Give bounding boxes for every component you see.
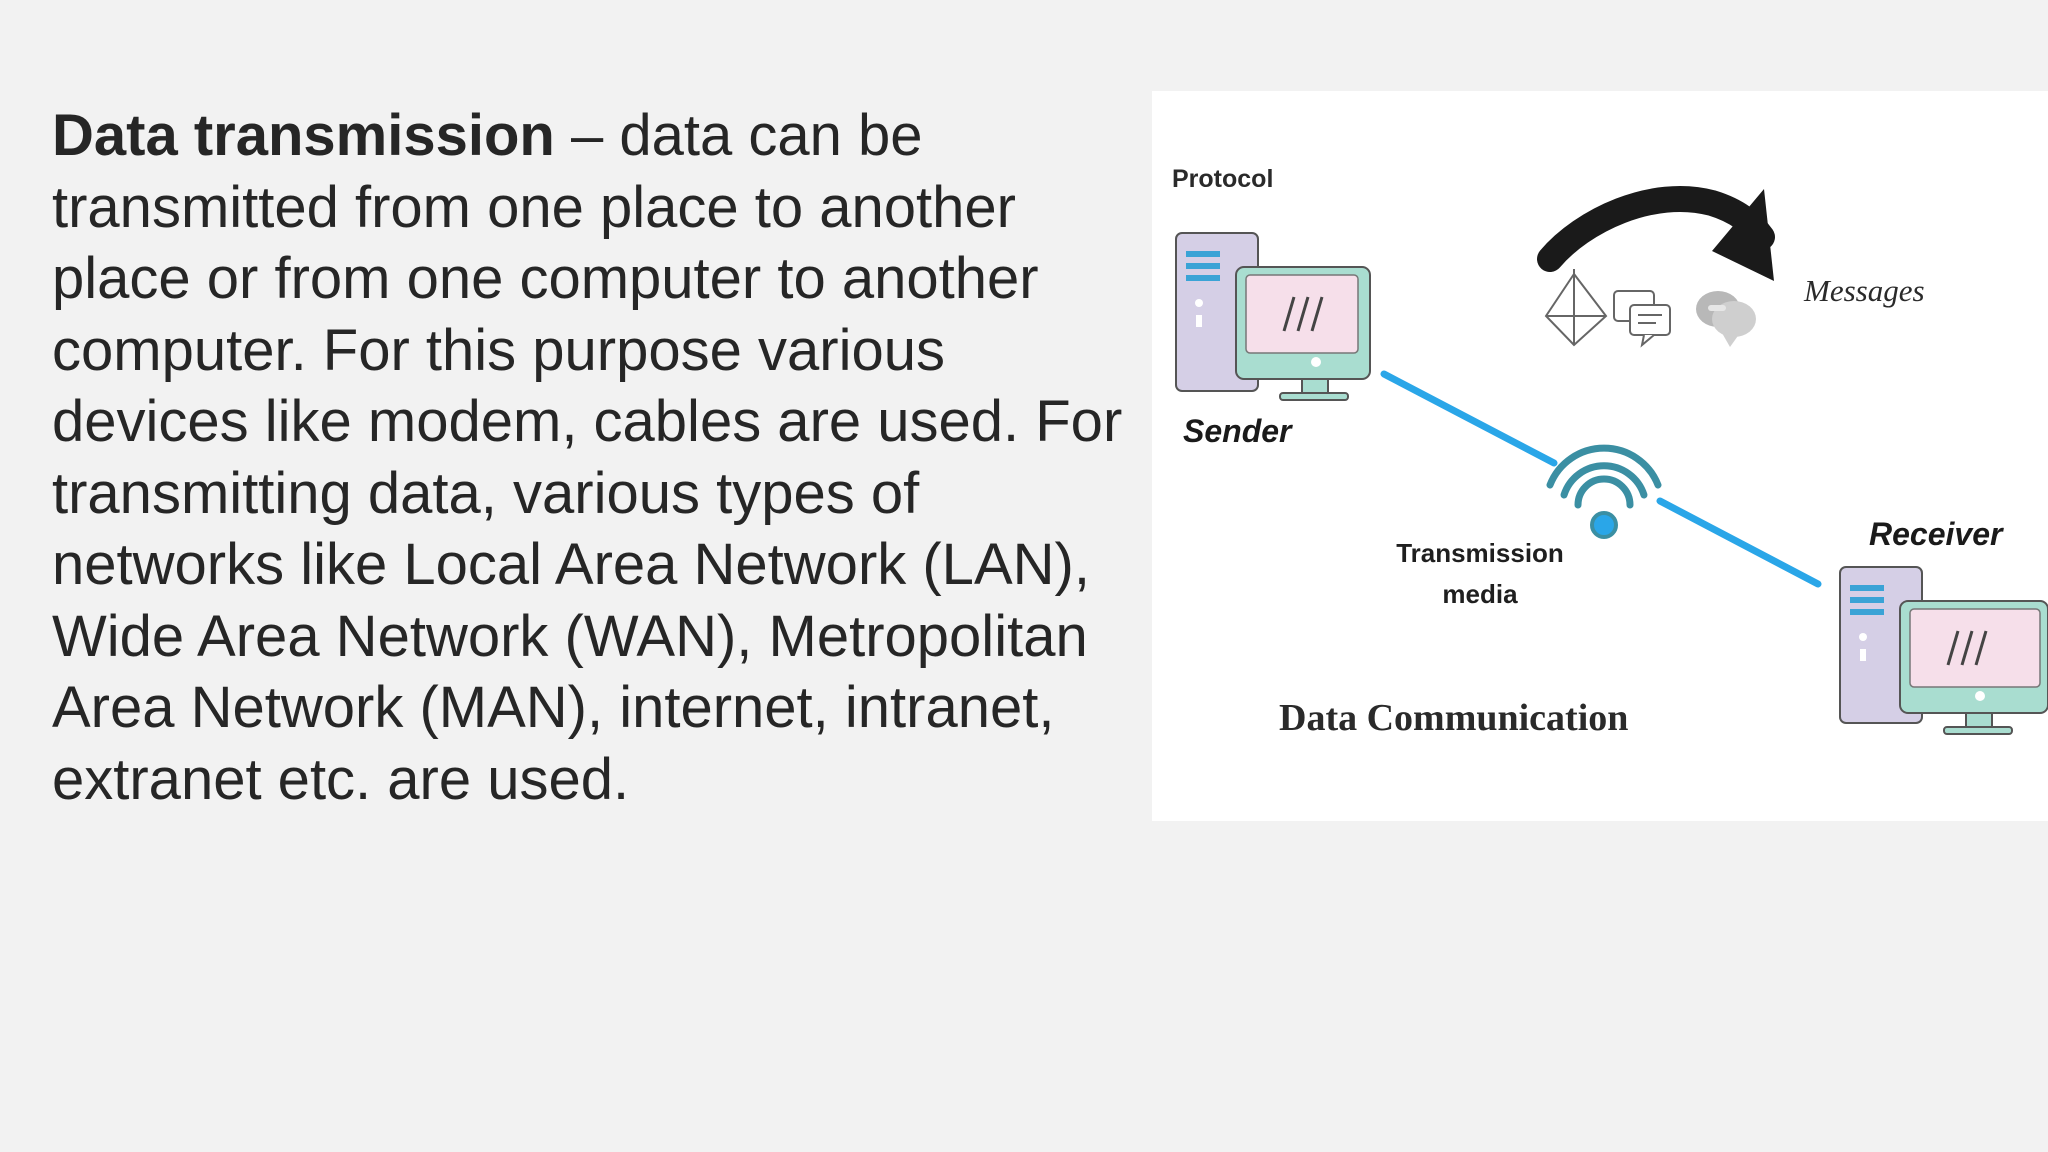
messages-arrow-icon xyxy=(1537,186,1775,281)
transmission-media-label: Transmission media xyxy=(1396,538,1564,609)
diagram-caption: Data Communication xyxy=(1279,697,1629,739)
sender-link-line xyxy=(1380,370,1558,467)
sender-computer-icon xyxy=(1175,232,1371,401)
receiver-link-line xyxy=(1656,497,1822,588)
data-communication-diagram: Protocol Sender Receiver Messages Transm… xyxy=(1152,91,2048,821)
receiver-label: Receiver xyxy=(1869,516,2003,552)
chat-icon xyxy=(1613,290,1671,348)
slide-body: – data can be transmitted from one place… xyxy=(52,103,1123,812)
protocol-label: Protocol xyxy=(1172,165,1274,193)
network-icon xyxy=(1544,269,1608,347)
slide-term: Data transmission xyxy=(52,103,555,168)
receiver-computer-icon xyxy=(1839,566,2048,735)
speech-bubble-icon xyxy=(1696,291,1756,347)
sender-label: Sender xyxy=(1183,413,1292,449)
messages-label: Messages xyxy=(1804,273,1925,308)
slide-text: Data transmission – data can be transmit… xyxy=(52,100,1132,815)
wifi-icon xyxy=(1546,444,1662,539)
diagram-graphics xyxy=(1175,186,2048,735)
